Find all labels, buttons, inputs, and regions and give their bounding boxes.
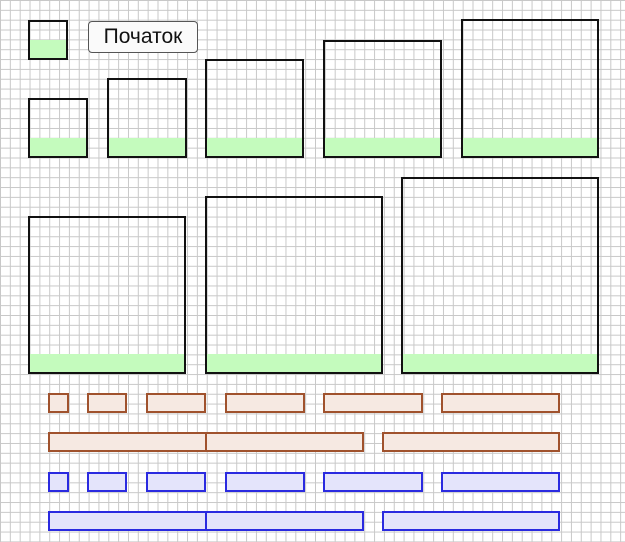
- brown-bar[interactable]: [225, 393, 305, 413]
- water-fill: [207, 138, 302, 156]
- blue-bar[interactable]: [225, 472, 305, 492]
- brown-bar[interactable]: [146, 393, 206, 413]
- water-fill: [109, 138, 185, 156]
- water-fill: [30, 138, 86, 156]
- water-fill: [403, 354, 597, 372]
- brown-bar[interactable]: [48, 393, 69, 413]
- blue-bar[interactable]: [48, 511, 207, 531]
- blue-bar[interactable]: [48, 472, 69, 492]
- start-button[interactable]: Початок: [88, 21, 198, 53]
- beaker-container[interactable]: [28, 98, 88, 158]
- water-fill: [463, 138, 597, 156]
- beaker-container[interactable]: [205, 196, 383, 374]
- brown-bar[interactable]: [87, 393, 127, 413]
- blue-bar[interactable]: [323, 472, 423, 492]
- water-fill: [30, 354, 184, 372]
- beaker-container[interactable]: [28, 20, 68, 60]
- brown-bar[interactable]: [382, 432, 560, 452]
- blue-bar[interactable]: [87, 472, 127, 492]
- brown-bar[interactable]: [48, 432, 207, 452]
- blue-bar[interactable]: [441, 472, 560, 492]
- water-fill: [325, 138, 440, 156]
- brown-bar[interactable]: [205, 432, 364, 452]
- water-fill: [30, 40, 66, 58]
- water-fill: [207, 354, 381, 372]
- brown-bar[interactable]: [441, 393, 560, 413]
- beaker-container[interactable]: [401, 177, 599, 374]
- beaker-container[interactable]: [28, 216, 186, 374]
- brown-bar[interactable]: [323, 393, 423, 413]
- beaker-container[interactable]: [323, 40, 442, 158]
- blue-bar[interactable]: [382, 511, 560, 531]
- beaker-container[interactable]: [205, 59, 304, 158]
- beaker-container[interactable]: [461, 19, 599, 158]
- blue-bar[interactable]: [205, 511, 364, 531]
- beaker-container[interactable]: [107, 78, 187, 158]
- blue-bar[interactable]: [146, 472, 206, 492]
